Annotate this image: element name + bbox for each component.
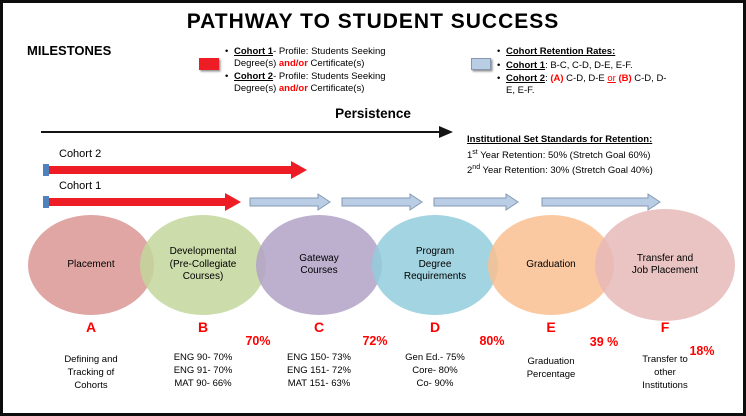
or-text: or bbox=[607, 73, 616, 84]
cohort1-profile-tail: Certificate(s) bbox=[307, 57, 365, 69]
stage-letter-f: F bbox=[660, 319, 670, 335]
stage-percent-f: 18% bbox=[689, 344, 715, 358]
andor-text: and/or bbox=[278, 57, 308, 69]
option-b-text: (B) bbox=[615, 73, 632, 84]
standards-line-2: 2nd Year Retention: 30% (Stretch Goal 40… bbox=[467, 164, 653, 177]
stage-notes-d: Gen Ed.- 75%Core- 80%Co- 90% bbox=[405, 352, 465, 389]
cohort2-name: Cohort 2 bbox=[234, 71, 274, 82]
cohort1-label: Cohort 1 bbox=[59, 180, 102, 192]
standards-title: Institutional Set Standards for Retentio… bbox=[467, 134, 653, 145]
stage-letter-a: A bbox=[85, 319, 97, 335]
retention-swatch-icon bbox=[471, 58, 491, 70]
flow-arrow-4 bbox=[541, 193, 661, 211]
retention-legend-title: Cohort Retention Rates: bbox=[496, 46, 668, 58]
cohort2-profile-text: - Profile: Students Seeking Degree(s) bbox=[234, 71, 386, 94]
cohort1-arrow bbox=[49, 193, 241, 211]
cohort2-name: Cohort 2 bbox=[506, 73, 546, 84]
stage-letter-d: D bbox=[429, 319, 441, 335]
cohort2-arrow-start bbox=[43, 164, 49, 176]
stage-label: Graduation bbox=[526, 258, 576, 270]
stage-percent-b: 70% bbox=[245, 334, 271, 348]
page-title: PATHWAY TO STUDENT SUCCESS bbox=[186, 10, 560, 33]
stage-ellipse-developmental: Developmental (Pre-Collegiate Courses) bbox=[140, 215, 266, 315]
cohort2-profile-tail: Certificate(s) bbox=[307, 82, 365, 94]
retention-cohort2-line: Cohort 2: (A) C-D, D-E or (B) C-D, D-E, … bbox=[496, 73, 668, 96]
cohort-profile-legend: Cohort 1- Profile: Students Seeking Degr… bbox=[224, 46, 404, 96]
stage-letter-e: E bbox=[546, 319, 556, 335]
milestones-label: MILESTONES bbox=[27, 43, 112, 58]
stage-ellipse-transfer: Transfer and Job Placement bbox=[595, 209, 735, 321]
retention-cohort1-line: Cohort 1: B-C, C-D, D-E, E-F. bbox=[496, 60, 668, 72]
retention-legend: Cohort Retention Rates: Cohort 1: B-C, C… bbox=[496, 46, 668, 98]
stage-ellipse-gateway: Gateway Courses bbox=[256, 215, 382, 315]
legend-item-cohort1-profile: Cohort 1- Profile: Students Seeking Degr… bbox=[224, 46, 404, 69]
cohort2-arrow bbox=[49, 161, 307, 179]
stage-letter-b: B bbox=[197, 319, 209, 335]
stage-letter-c: C bbox=[313, 319, 325, 335]
stage-label: Placement bbox=[67, 258, 115, 270]
cohort1-arrow-start bbox=[43, 196, 49, 208]
stage-percent-c: 72% bbox=[362, 334, 388, 348]
andor-text: and/or bbox=[278, 82, 308, 94]
retention-standards: Institutional Set Standards for Retentio… bbox=[467, 134, 739, 178]
stage-ellipse-graduation: Graduation bbox=[488, 215, 614, 315]
cohort1-name: Cohort 1 bbox=[234, 46, 274, 57]
stage-ellipse-placement: Placement bbox=[28, 215, 154, 315]
standards-line-1: 1st Year Retention: 50% (Stretch Goal 60… bbox=[467, 148, 651, 161]
stage-label: Transfer and Job Placement bbox=[631, 252, 699, 277]
flow-arrow-2 bbox=[341, 193, 423, 211]
stage-label: Gateway Courses bbox=[299, 252, 339, 277]
stage-label: Program Degree Requirements bbox=[403, 246, 467, 283]
persistence-label: Persistence bbox=[335, 106, 411, 121]
stage-notes-b: ENG 90- 70%ENG 91- 70%MAT 90- 66% bbox=[173, 352, 233, 389]
cohort1-profile-text: - Profile: Students Seeking Degree(s) bbox=[234, 46, 386, 69]
cohort2-label: Cohort 2 bbox=[59, 148, 102, 160]
option-a-text: (A) bbox=[550, 73, 564, 84]
flow-arrow-1 bbox=[249, 193, 331, 211]
flow-arrow-3 bbox=[433, 193, 519, 211]
stage-percent-d: 80% bbox=[479, 334, 505, 348]
persistence-arrow bbox=[41, 126, 453, 138]
cohort-profile-swatch-icon bbox=[199, 58, 219, 70]
stage-ellipse-program: Program Degree Requirements bbox=[372, 215, 498, 315]
stage-label: Developmental (Pre-Collegiate Courses) bbox=[169, 246, 237, 283]
stage-percent-e: 39 % bbox=[589, 335, 619, 349]
stage-notes-c: ENG 150- 73%ENG 151- 72%MAT 151- 63% bbox=[287, 352, 351, 389]
legend-item-cohort2-profile: Cohort 2- Profile: Students Seeking Degr… bbox=[224, 71, 404, 94]
cohort1-name: Cohort 1 bbox=[506, 59, 546, 71]
